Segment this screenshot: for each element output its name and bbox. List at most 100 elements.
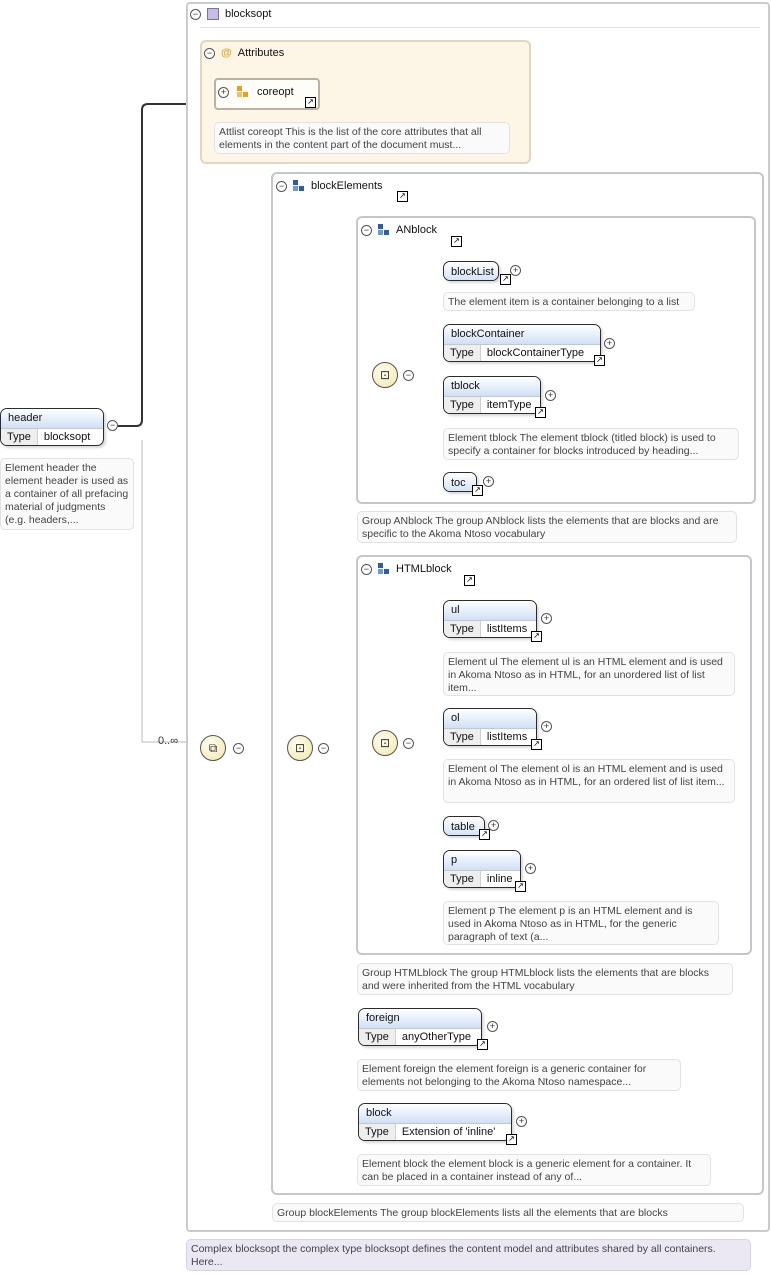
choice-compositor-icon[interactable]: ⊡ xyxy=(372,362,398,388)
type-value: blocksopt xyxy=(43,431,91,443)
collapse-icon[interactable]: − xyxy=(190,8,201,20)
jump-icon[interactable]: ↗ xyxy=(464,575,475,586)
element-foreign[interactable]: foreign Type anyOtherType xyxy=(358,1008,482,1046)
element-type: Type itemType xyxy=(444,396,540,413)
p-doc: Element p The element p is an HTML eleme… xyxy=(443,901,719,945)
expand-icon[interactable]: + xyxy=(541,721,552,732)
type-value: listItems xyxy=(486,623,528,635)
element-name: header xyxy=(1,409,103,428)
group-icon xyxy=(378,563,390,575)
sequence-compositor-icon[interactable]: ⧉ xyxy=(200,735,226,761)
type-key: Type xyxy=(444,397,481,413)
element-ul[interactable]: ul Type listItems xyxy=(443,600,537,638)
expand-icon[interactable]: + xyxy=(541,613,552,624)
expand-icon[interactable]: + xyxy=(218,86,229,98)
type-value: Extension of 'inline' xyxy=(401,1126,496,1138)
collapse-icon[interactable]: − xyxy=(361,563,372,575)
block-doc: Element block the element block is a gen… xyxy=(357,1154,711,1186)
attribute-at-icon: @ xyxy=(221,47,232,59)
jump-icon[interactable]: ↗ xyxy=(397,191,408,202)
type-value: itemType xyxy=(486,399,532,411)
jump-icon[interactable]: ↗ xyxy=(477,1039,488,1050)
collapse-icon[interactable]: − xyxy=(403,370,414,381)
type-value: inline xyxy=(486,873,513,885)
expand-icon[interactable]: + xyxy=(604,338,615,349)
jump-icon[interactable]: ↗ xyxy=(305,97,316,108)
jump-icon[interactable]: ↗ xyxy=(500,274,511,285)
type-key: Type xyxy=(359,1124,396,1140)
element-p[interactable]: p Type inline xyxy=(443,850,521,888)
element-blockcontainer[interactable]: blockContainer Type blockContainerType xyxy=(443,324,601,362)
ul-doc: Element ul The element ul is an HTML ele… xyxy=(443,652,735,696)
element-name: foreign xyxy=(359,1009,481,1028)
collapse-icon[interactable]: − xyxy=(204,47,215,59)
expand-icon[interactable]: + xyxy=(545,390,556,401)
group-name: ANblock xyxy=(396,224,437,236)
type-key: Type xyxy=(359,1029,396,1045)
element-table[interactable]: table xyxy=(443,816,485,836)
expand-icon[interactable]: + xyxy=(510,265,521,276)
anblock-doc: Group ANblock The group ANblock lists th… xyxy=(357,511,737,543)
element-name: table xyxy=(444,817,484,835)
jump-icon[interactable]: ↗ xyxy=(515,881,526,892)
choice-compositor-icon[interactable]: ⊡ xyxy=(372,730,398,756)
complex-type-icon xyxy=(207,8,219,20)
foreign-doc: Element foreign the element foreign is a… xyxy=(357,1059,681,1091)
collapse-icon[interactable]: − xyxy=(276,180,287,192)
element-name: ul xyxy=(444,601,536,620)
element-tblock[interactable]: tblock Type itemType xyxy=(443,376,541,414)
group-icon xyxy=(378,224,390,236)
htmlblock-doc: Group HTMLblock The group HTMLblock list… xyxy=(357,963,733,995)
element-type: Type blocksopt xyxy=(1,428,103,445)
choice-compositor-icon[interactable]: ⊡ xyxy=(287,735,313,761)
element-type: Type anyOtherType xyxy=(359,1028,481,1045)
attlist-node[interactable] xyxy=(214,78,320,110)
element-type: Type blockContainerType xyxy=(444,344,600,361)
collapse-icon[interactable]: − xyxy=(318,743,329,754)
jump-icon[interactable]: ↗ xyxy=(531,631,542,642)
header-doc: Element header the element header is use… xyxy=(0,458,134,530)
type-key: Type xyxy=(444,345,481,361)
anblock-header: − ANblock xyxy=(361,224,437,236)
expand-icon[interactable]: + xyxy=(525,863,536,874)
jump-icon[interactable]: ↗ xyxy=(506,1134,517,1145)
element-name: ol xyxy=(444,709,536,728)
group-icon xyxy=(293,180,305,192)
element-block[interactable]: block Type Extension of 'inline' xyxy=(358,1103,512,1141)
jump-icon[interactable]: ↗ xyxy=(479,829,490,840)
htmlblock-frame xyxy=(356,555,752,955)
expand-icon[interactable]: + xyxy=(487,1021,498,1032)
type-key: Type xyxy=(444,729,481,745)
jump-icon[interactable]: ↗ xyxy=(451,236,462,247)
jump-icon[interactable]: ↗ xyxy=(531,739,542,750)
jump-icon[interactable]: ↗ xyxy=(594,355,605,366)
expand-icon[interactable]: + xyxy=(488,820,499,831)
collapse-icon[interactable]: − xyxy=(361,224,372,236)
jump-icon[interactable]: ↗ xyxy=(472,485,483,496)
occurrence-label: 0..∞ xyxy=(158,735,179,747)
jump-icon[interactable]: ↗ xyxy=(535,407,546,418)
type-value: listItems xyxy=(486,731,528,743)
element-name: blockList xyxy=(444,262,498,280)
expand-icon[interactable]: + xyxy=(516,1116,527,1127)
header-element[interactable]: header Type blocksopt xyxy=(0,408,104,446)
collapse-icon[interactable]: − xyxy=(403,738,414,749)
expand-icon[interactable]: + xyxy=(483,476,494,487)
element-blocklist[interactable]: blockList xyxy=(443,261,499,281)
type-value: anyOtherType xyxy=(401,1031,471,1043)
attlist-icon xyxy=(237,86,249,98)
element-ol[interactable]: ol Type listItems xyxy=(443,708,537,746)
tblock-doc: Element tblock The element tblock (title… xyxy=(443,428,739,460)
collapse-icon[interactable]: − xyxy=(233,743,244,754)
attlist-name: coreopt xyxy=(257,86,294,98)
attlist-doc: Attlist coreopt This is the list of the … xyxy=(214,122,510,154)
element-name: block xyxy=(359,1104,511,1123)
element-type: Type inline xyxy=(444,870,520,887)
collapse-icon[interactable]: − xyxy=(107,420,118,431)
type-key: Type xyxy=(1,429,38,445)
complex-type-name: blocksopt xyxy=(225,8,272,20)
type-value: blockContainerType xyxy=(486,347,585,359)
element-toc[interactable]: toc xyxy=(443,472,477,492)
element-type: Type listItems xyxy=(444,728,536,745)
type-key: Type xyxy=(444,621,481,637)
